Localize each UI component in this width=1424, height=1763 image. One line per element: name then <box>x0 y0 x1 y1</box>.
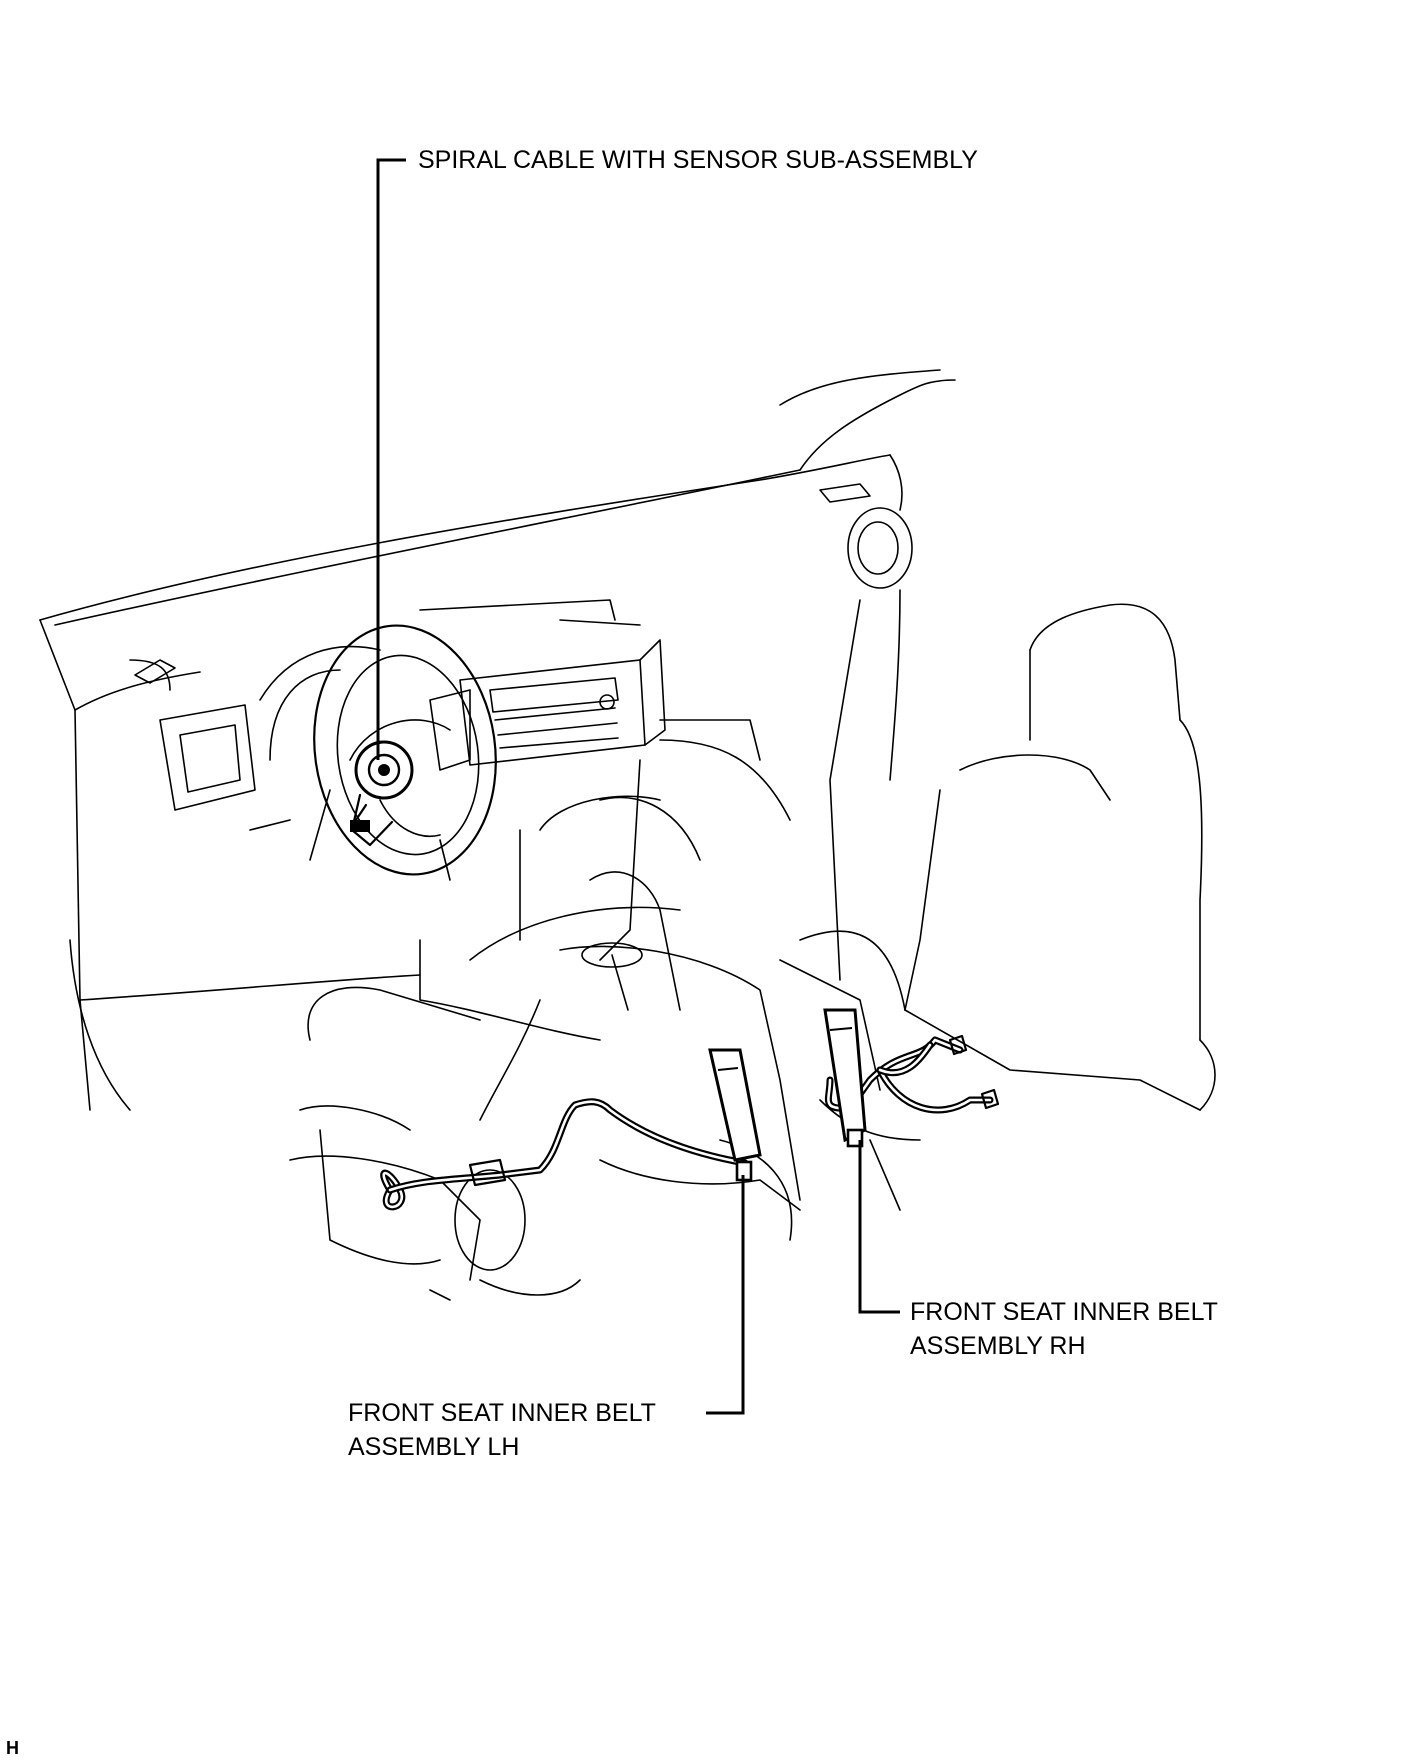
inner-belt-buckle-rh <box>823 1008 867 1148</box>
label-spiral-cable: SPIRAL CABLE WITH SENSOR SUB-ASSEMBLY <box>418 143 978 177</box>
label-belt-rh: FRONT SEAT INNER BELT ASSEMBLY RH <box>910 1295 1218 1363</box>
leader-line-belt-lh <box>706 1175 745 1415</box>
leader-line-belt-rh <box>858 1140 900 1314</box>
center-console <box>419 719 791 1041</box>
label-belt-rh-line1: FRONT SEAT INNER BELT <box>910 1298 1218 1326</box>
label-belt-rh-line2: ASSEMBLY RH <box>910 1332 1086 1360</box>
label-belt-lh: FRONT SEAT INNER BELT ASSEMBLY LH <box>348 1396 656 1464</box>
label-spiral-cable-text: SPIRAL CABLE WITH SENSOR SUB-ASSEMBLY <box>418 146 978 174</box>
label-belt-lh-line1: FRONT SEAT INNER BELT <box>348 1399 656 1427</box>
spiral-cable-component <box>350 740 414 847</box>
inner-belt-harness-rh <box>824 1034 1000 1114</box>
leader-line-spiral-cable <box>376 158 406 760</box>
dashboard-outline <box>39 369 956 1111</box>
steering-wheel <box>309 624 497 881</box>
instrument-cluster <box>159 645 381 831</box>
audio-head-unit <box>419 599 666 771</box>
left-front-seat <box>289 945 801 1301</box>
right-front-seat <box>779 603 1216 1211</box>
inner-belt-harness-lh <box>380 1098 749 1211</box>
figure-code: H <box>6 1738 19 1758</box>
label-belt-lh-line2: ASSEMBLY LH <box>348 1433 520 1461</box>
